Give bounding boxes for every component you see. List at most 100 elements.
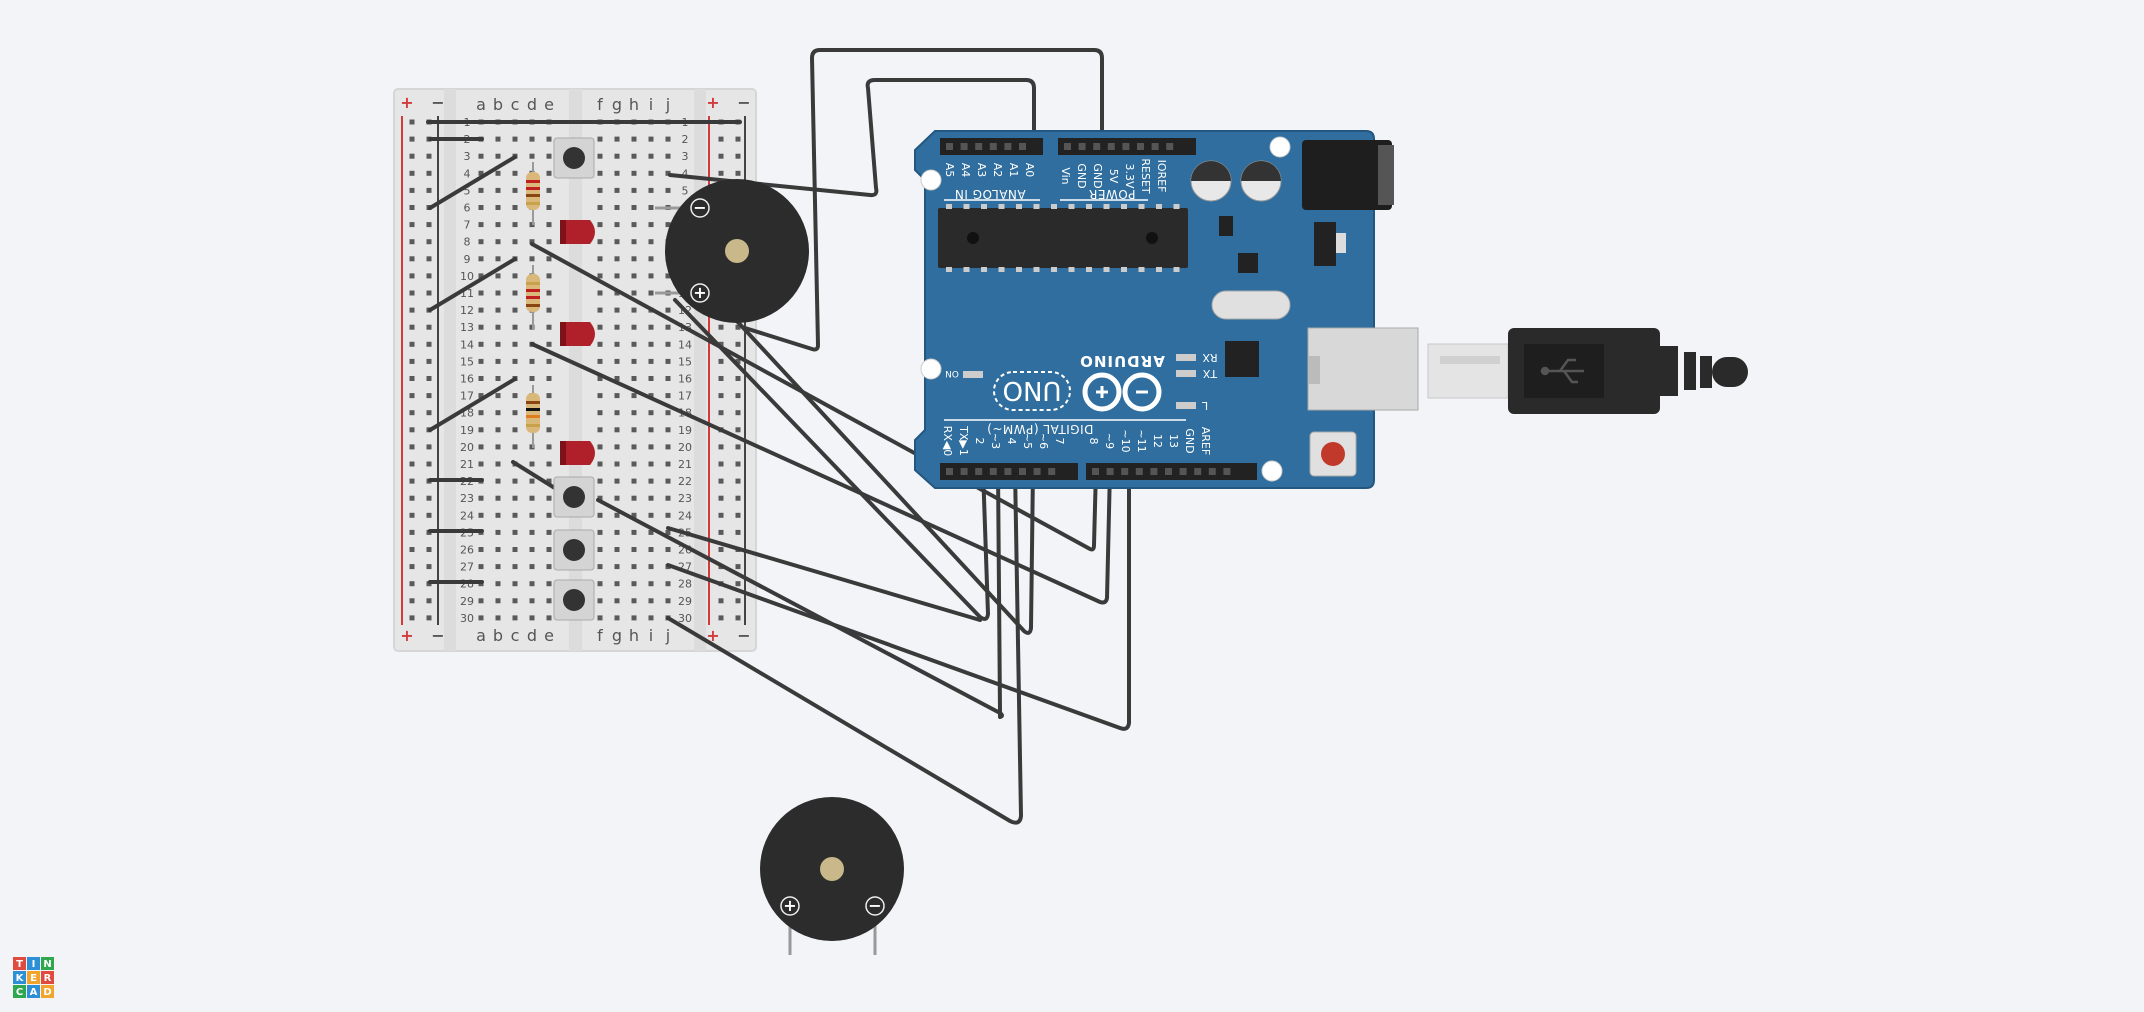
header-socket	[1004, 143, 1012, 150]
chip-leg	[1051, 204, 1057, 209]
usb-b-port[interactable]	[1307, 327, 1419, 411]
wire-btn1-link[interactable]	[666, 526, 982, 622]
breadboard-hole	[665, 581, 671, 587]
breadboard-hole	[648, 239, 654, 245]
breadboard-hole	[597, 615, 603, 621]
l-led	[1176, 402, 1196, 409]
breadboard-hole	[409, 512, 415, 518]
breadboard-hole	[597, 512, 603, 518]
breadboard-hole	[614, 512, 620, 518]
row-number-left: 5	[464, 184, 471, 197]
usb-cable[interactable]	[1427, 328, 1748, 414]
breadboard-hole	[665, 427, 671, 433]
row-number-left: 3	[464, 150, 471, 163]
wire-buzzer1-gnd[interactable]	[743, 48, 1104, 352]
breadboard-hole	[631, 239, 637, 245]
breadboard-hole	[426, 444, 432, 450]
breadboard-hole	[735, 341, 741, 347]
breadboard-hole	[597, 153, 603, 159]
breadboard-hole	[614, 547, 620, 552]
breadboard-hole	[512, 290, 518, 296]
breadboard-hole	[495, 290, 501, 296]
wire-btn3-pin4[interactable]	[666, 467, 1023, 825]
breadboard-hole	[614, 205, 620, 210]
breadboard-hole	[597, 376, 603, 381]
header-socket	[960, 143, 968, 150]
wire-led-pin2[interactable]	[673, 298, 990, 621]
rail-plus-bottom-right: +	[706, 626, 719, 645]
breadboard-hole	[512, 136, 518, 142]
breadboard-hole	[478, 598, 484, 604]
breadboard-hole	[495, 615, 501, 621]
led-3[interactable]	[560, 441, 595, 465]
logo-cell	[41, 985, 54, 998]
breadboard-hole	[409, 478, 415, 484]
usb-b-port-inner	[1308, 356, 1320, 384]
breadboard-hole	[665, 478, 671, 484]
breadboard-hole	[512, 427, 518, 433]
piezo-buzzer-1[interactable]: − +	[655, 179, 809, 323]
resistor-1[interactable]	[526, 162, 540, 225]
wire-btn1-pin3[interactable]	[596, 467, 1004, 719]
breadboard-hole	[718, 410, 724, 416]
breadboard-hole	[546, 581, 552, 587]
breadboard-hole	[478, 153, 484, 159]
row-number-right: 3	[682, 150, 689, 163]
row-number-right: 20	[678, 441, 692, 454]
pin-label: A3	[975, 163, 988, 178]
breadboard-hole	[597, 239, 603, 245]
resistor-3[interactable]	[526, 385, 540, 448]
push-button-4[interactable]	[553, 579, 595, 621]
header-socket	[946, 468, 953, 475]
breadboard-hole	[648, 495, 654, 501]
breadboard-hole	[529, 376, 535, 381]
push-button-cap	[563, 486, 585, 508]
breadboard-hole	[512, 170, 518, 176]
chip-leg	[946, 204, 952, 209]
pin-label: 5V	[1107, 169, 1120, 184]
breadboard-hole	[478, 358, 484, 364]
breadboard-hole	[648, 615, 654, 621]
breadboard-hole	[512, 547, 518, 552]
chip-dot	[967, 232, 979, 244]
breadboard-components[interactable]	[526, 137, 595, 621]
dc-power-jack[interactable]	[1302, 140, 1392, 210]
resistor-2[interactable]	[526, 265, 540, 330]
breadboard-hole	[735, 598, 741, 604]
wire-res3-rail[interactable]	[428, 377, 517, 432]
breadboard-hole	[597, 307, 603, 313]
push-button-3[interactable]	[553, 529, 595, 571]
push-button-2[interactable]	[553, 476, 595, 518]
breadboard-hole	[597, 393, 603, 399]
wire-buzzer1-a0[interactable]	[668, 78, 1036, 198]
chip-leg	[981, 204, 987, 209]
breadboard-hole	[648, 136, 654, 142]
push-button-1[interactable]	[553, 137, 595, 179]
wire-btn2-pin11[interactable]	[666, 467, 1131, 731]
wire-led2-pin9[interactable]	[530, 342, 1112, 605]
wire-res1-rail[interactable]	[428, 155, 517, 210]
rail-plus-top-right: +	[706, 93, 719, 112]
wires[interactable]	[426, 48, 1131, 825]
breadboard-hole	[546, 239, 552, 245]
breadboard-hole	[735, 615, 741, 621]
rx-led-label: RX	[1202, 351, 1218, 364]
piezo-buzzer-2[interactable]: + −	[760, 797, 904, 955]
digital-label: DIGITAL (PWM~)	[987, 422, 1094, 436]
breadboard-hole	[546, 615, 552, 621]
mounting-hole	[1261, 460, 1283, 482]
led-1[interactable]	[560, 220, 595, 244]
breadboard-hole	[648, 598, 654, 604]
column-letter-top: j	[665, 95, 670, 114]
wire-led1-pin8[interactable]	[530, 242, 1098, 552]
wire-led3-pin5[interactable]	[671, 250, 1035, 635]
wire-res2-rail[interactable]	[428, 257, 517, 312]
led-2[interactable]	[560, 322, 595, 346]
breadboard-hole	[631, 547, 637, 552]
pin-label: Vin	[1059, 167, 1072, 184]
mounting-hole	[1269, 136, 1291, 158]
breadboard-hole	[546, 393, 552, 399]
